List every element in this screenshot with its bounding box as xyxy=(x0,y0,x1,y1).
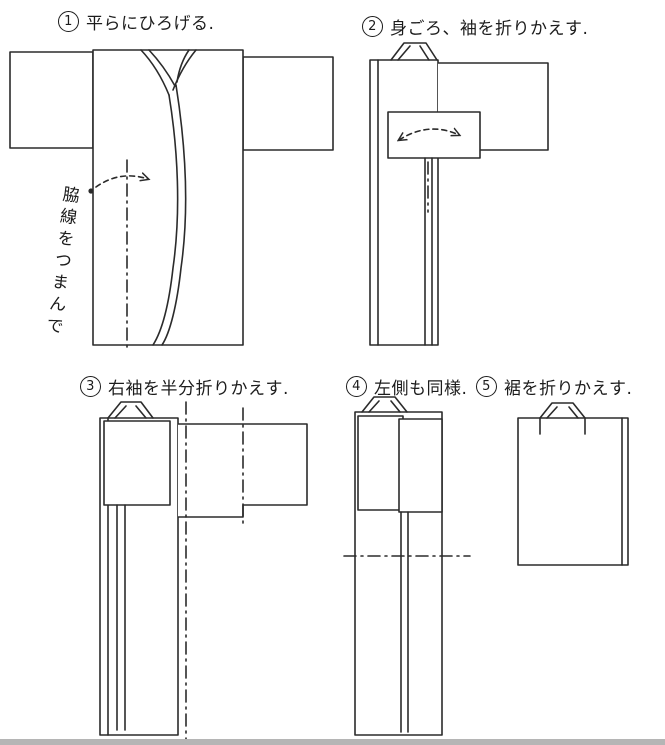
step1-label: 平らにひろげる. xyxy=(86,14,215,34)
step2-collar-inner-right xyxy=(419,45,430,61)
step2-folded-body-drawing xyxy=(369,42,549,346)
scan-edge-strip xyxy=(0,739,665,745)
step3-sleeve-half-fold-drawing xyxy=(99,401,308,743)
step5-collar xyxy=(539,402,586,419)
step4-caption: 4 左側も同様. xyxy=(346,374,467,399)
step1-front-edge-outer xyxy=(152,94,179,346)
step4-label: 左側も同様. xyxy=(374,379,468,399)
step5-label: 裾を折りかえす. xyxy=(504,379,633,399)
step4-collar-inner-right xyxy=(390,400,401,413)
step1-pinch-point-dot xyxy=(88,188,94,194)
step1-collar-left xyxy=(140,49,170,96)
step3-collar-inner-right xyxy=(135,405,147,419)
step5-caption: 5 裾を折りかえす. xyxy=(476,374,632,399)
step2-collar xyxy=(390,42,438,61)
step1-caption: 1 平らにひろげる. xyxy=(58,9,214,34)
step3-folded-sleeve xyxy=(103,420,171,506)
step5-number-badge: 5 xyxy=(476,376,497,397)
step2-number-badge: 2 xyxy=(362,16,383,37)
step1-front-edge-inner xyxy=(161,84,187,346)
step1-collar-inner-right xyxy=(176,49,190,83)
step1-right-sleeve xyxy=(242,56,334,151)
step3-number-badge: 3 xyxy=(80,376,101,397)
step2-collar-inner-left xyxy=(397,45,411,61)
step4-folded-sleeve-left xyxy=(357,415,404,511)
step4-folded-sleeve-right xyxy=(398,418,443,513)
step1-fold-arrow-icon xyxy=(95,176,148,188)
step3-collar-inner-left xyxy=(114,405,127,419)
step5-collar-inner-right xyxy=(568,406,579,419)
step4-both-sleeves-folded-drawing xyxy=(343,396,471,736)
step4-collar xyxy=(361,396,408,413)
step3-label: 右袖を半分折りかえす. xyxy=(108,379,289,399)
step5-collar-inner-left xyxy=(546,406,558,419)
step5-body xyxy=(517,417,629,566)
step3-caption: 3 右袖を半分折りかえす. xyxy=(80,374,289,399)
step4-collar-inner-left xyxy=(368,400,380,413)
step3-extended-sleeve xyxy=(178,423,308,518)
step1-number-badge: 1 xyxy=(58,11,79,32)
step1-left-sleeve xyxy=(9,51,94,149)
step1-kimono-flat-drawing xyxy=(9,49,334,348)
step2-label: 身ごろ、袖を折りかえす. xyxy=(390,19,589,39)
step3-collar xyxy=(107,401,154,419)
step2-fold-arrow-icon xyxy=(399,129,459,140)
step2-caption: 2 身ごろ、袖を折りかえす. xyxy=(362,14,588,39)
step2-body xyxy=(369,59,439,346)
step5-finished-fold-drawing xyxy=(517,402,629,566)
step1-body xyxy=(92,49,244,346)
step2-folded-sleeve xyxy=(387,111,481,159)
step4-number-badge: 4 xyxy=(346,376,367,397)
step1-collar-inner-left xyxy=(148,49,176,87)
